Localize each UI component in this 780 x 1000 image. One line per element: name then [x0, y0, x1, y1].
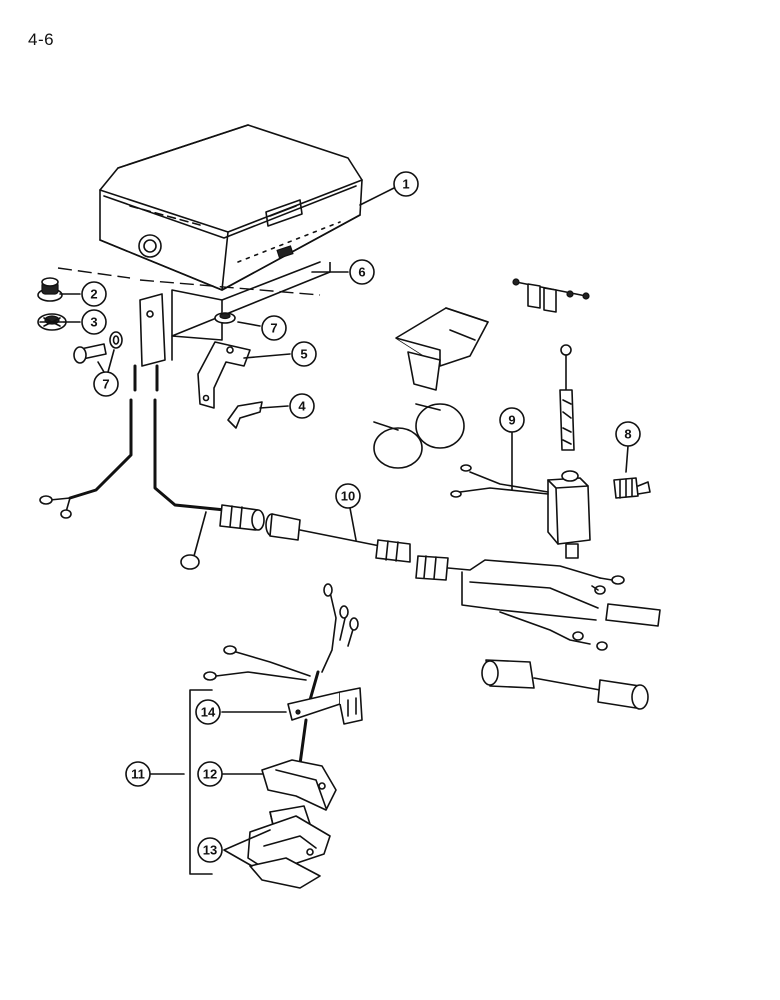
svg-text:7: 7 — [270, 321, 277, 336]
callout-3: 3 — [81, 309, 107, 335]
callout-13: 13 — [197, 837, 223, 863]
sensor-probe — [559, 344, 575, 451]
sensor-cable — [481, 659, 649, 710]
base-plate-13 — [247, 805, 331, 889]
angle-bracket — [197, 341, 251, 409]
callout-9: 9 — [499, 407, 525, 433]
callout-11: 11 — [125, 761, 151, 787]
group-bracket — [189, 689, 213, 875]
svg-text:6: 6 — [358, 265, 365, 280]
callout-5: 5 — [291, 341, 317, 367]
clip — [227, 401, 263, 429]
monitor-housing — [99, 124, 363, 291]
extension-harness — [265, 513, 411, 563]
svg-text:7: 7 — [102, 377, 109, 392]
lower-harness — [203, 583, 359, 702]
callout-10: 10 — [335, 483, 361, 509]
svg-text:10: 10 — [341, 489, 355, 504]
svg-text:4: 4 — [298, 399, 306, 414]
callout-7-left: 7 — [93, 371, 119, 397]
switch-cover — [395, 307, 489, 391]
cable-ties — [373, 403, 465, 469]
svg-text:14: 14 — [201, 705, 216, 720]
relay-wires — [450, 464, 549, 498]
washer-hole — [219, 312, 231, 320]
svg-text:13: 13 — [203, 843, 217, 858]
callout-1: 1 — [393, 171, 419, 197]
power-harness — [415, 555, 661, 651]
svg-text:11: 11 — [131, 767, 145, 782]
page-number: 4-6 — [28, 30, 55, 49]
svg-text:8: 8 — [624, 427, 631, 442]
callout-8: 8 — [615, 421, 641, 447]
monitor-cables — [39, 364, 265, 570]
svg-text:1: 1 — [402, 177, 409, 192]
plug-connector — [613, 477, 651, 499]
callout-12: 12 — [197, 761, 223, 787]
control-head-12 — [261, 718, 337, 811]
callout-14: 14 — [195, 699, 221, 725]
callout-4: 4 — [289, 393, 315, 419]
svg-text:12: 12 — [203, 767, 217, 782]
svg-text:9: 9 — [508, 413, 515, 428]
isolator-mount — [37, 277, 63, 302]
svg-text:3: 3 — [90, 315, 97, 330]
mounting-plate-14 — [287, 687, 363, 725]
mounting-bracket — [57, 261, 331, 367]
grommet — [37, 313, 67, 331]
svg-text:5: 5 — [300, 347, 307, 362]
callout-7-right: 7 — [261, 315, 287, 341]
fuse-strip — [512, 278, 590, 313]
relay-box — [547, 470, 591, 559]
callout-6: 6 — [349, 259, 375, 285]
callout-2: 2 — [81, 281, 107, 307]
leader-lines — [59, 187, 629, 867]
bolt-and-washer — [73, 331, 123, 364]
svg-text:2: 2 — [90, 287, 97, 302]
